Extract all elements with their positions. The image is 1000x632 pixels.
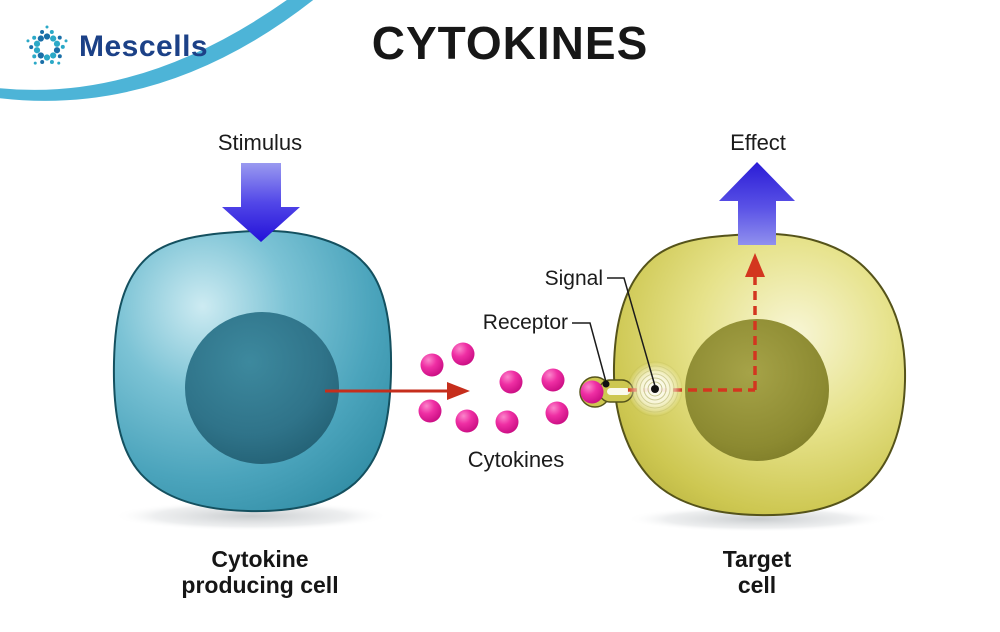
logo-dot [49,60,54,65]
logo-dot [49,29,54,34]
logo-dot [37,52,44,59]
secretion-arrow [325,382,470,400]
logo-dot [60,44,65,49]
cytokine-molecules [418,342,604,434]
signal-leader-line [607,277,656,387]
producing-cell-caption-line2: producing cell [181,572,339,599]
logo-dot [26,39,30,43]
logo-dot [32,35,37,40]
logo-dot [33,40,41,47]
page-title: CYTOKINES [371,17,649,69]
logo-dot [43,33,51,40]
logo-dot [64,39,68,43]
cytokine-dot [499,370,523,394]
brand-logo-icon [26,25,68,65]
signal-point [651,385,659,393]
cytokines-label: Cytokines [467,447,565,472]
signal-path-arrowhead [745,253,765,277]
stimulus-label: Stimulus [217,130,303,155]
logo-dot [57,54,62,59]
cytokine-dot [455,409,479,433]
target-cell-nucleus [685,319,829,461]
receptor-leader-line [572,322,607,383]
left-cell-shadow [113,501,389,531]
cytokine-dot [418,399,442,423]
logo-dot [57,35,62,40]
receptor-slot [607,388,630,395]
logo-dot [53,40,61,47]
logo-dot [53,47,61,54]
logo-dot [33,47,41,54]
logo-dot [33,61,37,65]
header-swoosh [0,0,314,101]
cytokine-dot [545,401,569,425]
logo-dot [50,52,57,59]
brand-name: Mescells [79,30,209,63]
right-cell-shadow [626,506,890,532]
effect-label: Effect [730,130,786,155]
stimulus-arrow [222,163,300,242]
target-cell-caption-line2: cell [737,572,777,599]
logo-dot [40,29,45,34]
swoosh-shape [0,0,314,101]
target-cell-caption: Target cell [657,546,857,599]
signal-ripple [627,361,683,417]
cytokine-dot [541,368,565,392]
logo-dot [50,35,57,42]
signal-label: Signal [544,267,603,290]
cytokine-dot [580,380,604,404]
logo-dot [45,25,49,29]
cytokine-dot [451,342,475,366]
logo-dot [40,60,45,65]
logo-dot [32,54,37,59]
logo-dot-cluster [26,25,68,65]
producing-cell-caption: Cytokine producing cell [130,546,390,599]
receptor-marker-dot [602,380,610,388]
logo-dot [43,54,51,61]
logo-dot [29,45,34,50]
cytokine-dot [495,410,519,434]
logo-dot [37,35,44,42]
receptor-label: Receptor [482,311,568,334]
cytokine-dot [420,353,444,377]
producing-cell-nucleus [185,312,339,464]
producing-cell-caption-line1: Cytokine [211,546,309,572]
target-cell-caption-line1: Target [722,546,792,572]
effect-arrow [719,162,795,245]
logo-dot [57,61,61,65]
